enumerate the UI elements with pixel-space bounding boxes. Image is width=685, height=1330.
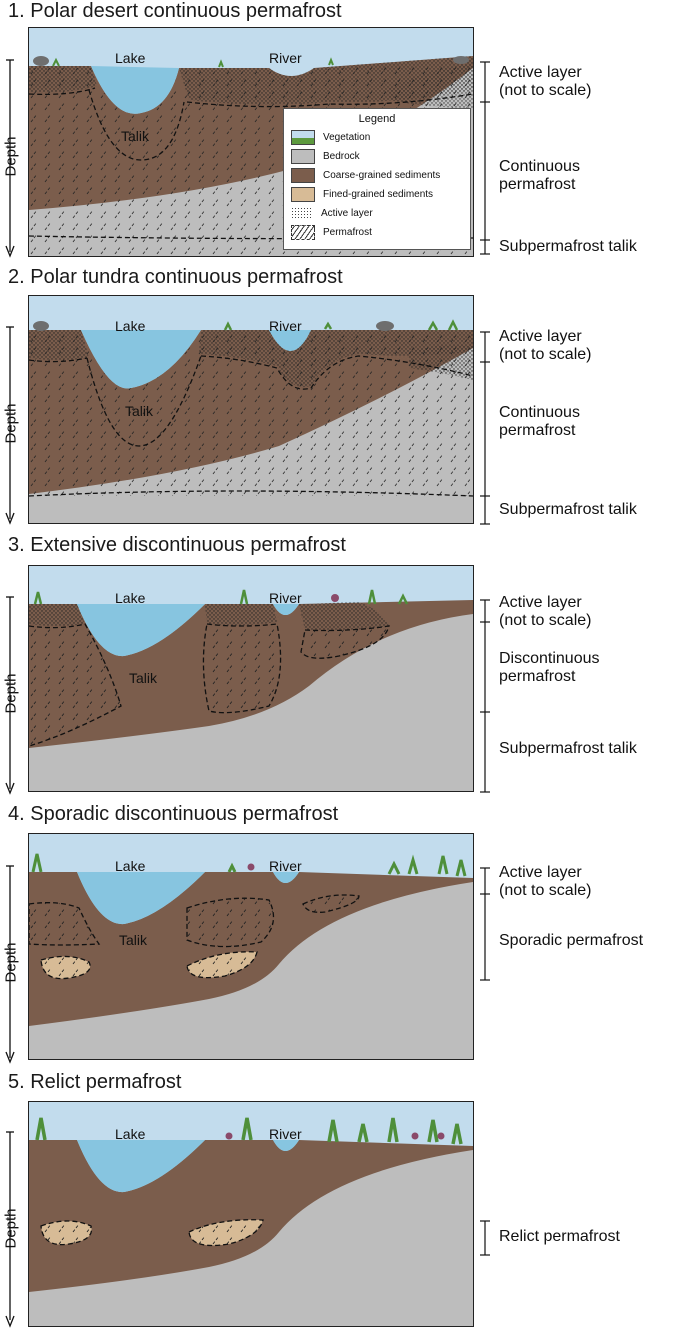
scene-4: Lake River Talik xyxy=(28,833,474,1060)
panel-title: 1. Polar desert continuous permafrost xyxy=(8,0,342,22)
annotation-permafrost: Discontinuous permafrost xyxy=(499,650,600,685)
legend-item: Fined-grained sediments xyxy=(284,185,470,204)
annotation-active-layer: Active layer (not to scale) xyxy=(499,328,592,363)
annotation-subpermafrost: Subpermafrost talik xyxy=(499,238,637,255)
river-label: River xyxy=(269,50,302,66)
bracket-icon xyxy=(480,61,490,255)
lake-label: Lake xyxy=(115,50,146,66)
annotations-3: Active layer (not to scale) Discontinuou… xyxy=(480,594,685,796)
legend: Legend Vegetation Bedrock Coarse-grained… xyxy=(283,108,471,250)
active-layer-swatch-icon xyxy=(291,207,313,220)
bracket-icon xyxy=(480,867,490,981)
legend-item: Bedrock xyxy=(284,147,470,166)
talik-label: Talik xyxy=(121,128,150,144)
cross-section-5 xyxy=(29,1102,473,1326)
annotations-5: Relict permafrost xyxy=(480,1218,685,1258)
cross-section-4 xyxy=(29,834,473,1059)
legend-item: Active layer xyxy=(284,204,470,223)
annotations-1: Active layer (not to scale) Continuous p… xyxy=(480,58,685,258)
legend-title: Legend xyxy=(358,113,396,125)
lake-label: Lake xyxy=(115,1126,146,1142)
bracket-icon xyxy=(480,331,490,525)
depth-axis: Depth xyxy=(0,58,22,258)
depth-arrow-icon xyxy=(5,59,15,258)
annotations-4: Active layer (not to scale) Sporadic per… xyxy=(480,864,685,984)
permafrost-swatch-icon xyxy=(291,225,315,240)
annotation-permafrost: Sporadic permafrost xyxy=(499,932,644,949)
scene-5: Lake River xyxy=(28,1101,474,1327)
scene-1: Lake River Talik Legend Vegetation Bedro… xyxy=(28,27,474,257)
legend-item: Permafrost xyxy=(284,223,470,242)
cross-section-2 xyxy=(29,296,473,523)
cross-section-3 xyxy=(29,566,473,791)
lake-label: Lake xyxy=(115,590,146,606)
legend-item: Vegetation xyxy=(284,128,470,147)
annotation-permafrost: Relict permafrost xyxy=(499,1228,620,1245)
annotation-permafrost: Continuous permafrost xyxy=(499,404,580,439)
depth-arrow-icon xyxy=(5,326,15,525)
vegetation-swatch-icon xyxy=(291,130,315,145)
bracket-icon xyxy=(480,599,490,793)
annotations-2: Active layer (not to scale) Continuous p… xyxy=(480,328,685,528)
talik-label: Talik xyxy=(125,403,154,419)
depth-arrow-icon xyxy=(5,596,15,795)
scene-3: Lake River Talik xyxy=(28,565,474,792)
panel-title: 5. Relict permafrost xyxy=(8,1071,182,1093)
river-label: River xyxy=(269,318,302,334)
annotation-subpermafrost: Subpermafrost talik xyxy=(499,740,637,757)
annotation-permafrost: Continuous permafrost xyxy=(499,158,580,193)
panel-title: 2. Polar tundra continuous permafrost xyxy=(8,266,343,288)
legend-item: Coarse-grained sediments xyxy=(284,166,470,185)
depth-axis: Depth xyxy=(0,325,22,525)
bracket-icon xyxy=(480,1220,490,1256)
panel-title: 3. Extensive discontinuous permafrost xyxy=(8,534,346,556)
depth-arrow-icon xyxy=(5,865,15,1064)
coarse-swatch-icon xyxy=(291,168,315,183)
river-label: River xyxy=(269,1126,302,1142)
talik-label: Talik xyxy=(119,932,148,948)
depth-arrow-icon xyxy=(5,1131,15,1328)
annotation-active-layer: Active layer (not to scale) xyxy=(499,864,592,899)
scene-2: Lake River Talik xyxy=(28,295,474,524)
fine-swatch-icon xyxy=(291,187,315,202)
annotation-active-layer: Active layer (not to scale) xyxy=(499,594,592,629)
depth-axis: Depth xyxy=(0,864,22,1064)
panel-title: 4. Sporadic discontinuous permafrost xyxy=(8,803,339,825)
lake-label: Lake xyxy=(115,858,146,874)
depth-axis: Depth xyxy=(0,1130,22,1330)
bedrock-swatch-icon xyxy=(291,149,315,164)
lake-label: Lake xyxy=(115,318,146,334)
depth-axis: Depth xyxy=(0,595,22,795)
river-label: River xyxy=(269,858,302,874)
talik-label: Talik xyxy=(129,670,158,686)
annotation-active-layer: Active layer (not to scale) xyxy=(499,64,592,99)
river-label: River xyxy=(269,590,302,606)
annotation-subpermafrost: Subpermafrost talik xyxy=(499,501,637,518)
